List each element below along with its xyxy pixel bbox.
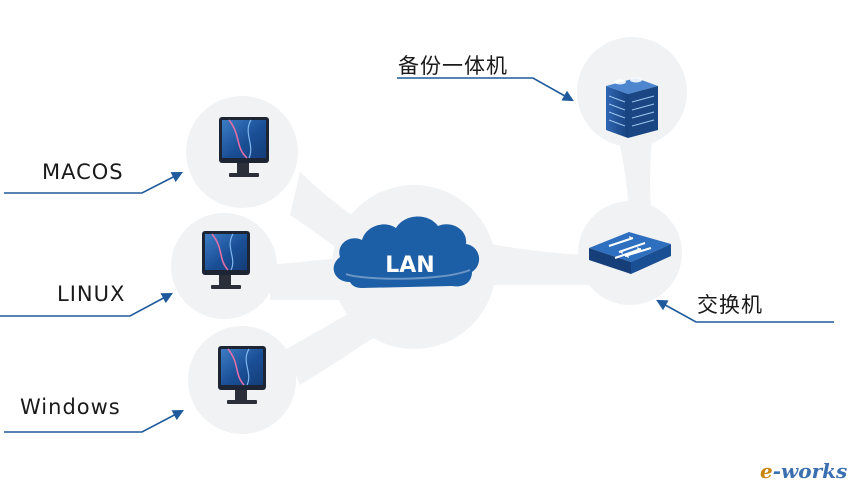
linux-label: LINUX <box>57 282 126 306</box>
switch-label: 交换机 <box>697 293 763 317</box>
windows-monitor-icon <box>218 346 266 404</box>
macos-monitor-icon <box>219 117 269 177</box>
backup-leader-line <box>397 77 574 102</box>
leader-lines <box>0 77 834 433</box>
macos-label: MACOS <box>42 160 124 184</box>
windows-leader-line <box>4 409 184 433</box>
watermark-part2: -works <box>772 459 848 483</box>
watermark-part1: e <box>760 459 773 483</box>
lan-cloud-icon: LAN <box>333 216 480 288</box>
lan-label: LAN <box>385 253 434 278</box>
eworks-watermark-logo: e-works <box>760 459 847 483</box>
switch-icon <box>589 232 671 274</box>
backup-appliance-label: 备份一体机 <box>398 54 508 78</box>
linux-monitor-icon <box>202 231 250 289</box>
linux-leader-line <box>0 292 173 317</box>
switch-leader-line <box>656 299 834 323</box>
windows-label: Windows <box>20 395 121 419</box>
backup-appliance-icon <box>606 77 658 138</box>
macos-leader-line <box>4 171 183 194</box>
